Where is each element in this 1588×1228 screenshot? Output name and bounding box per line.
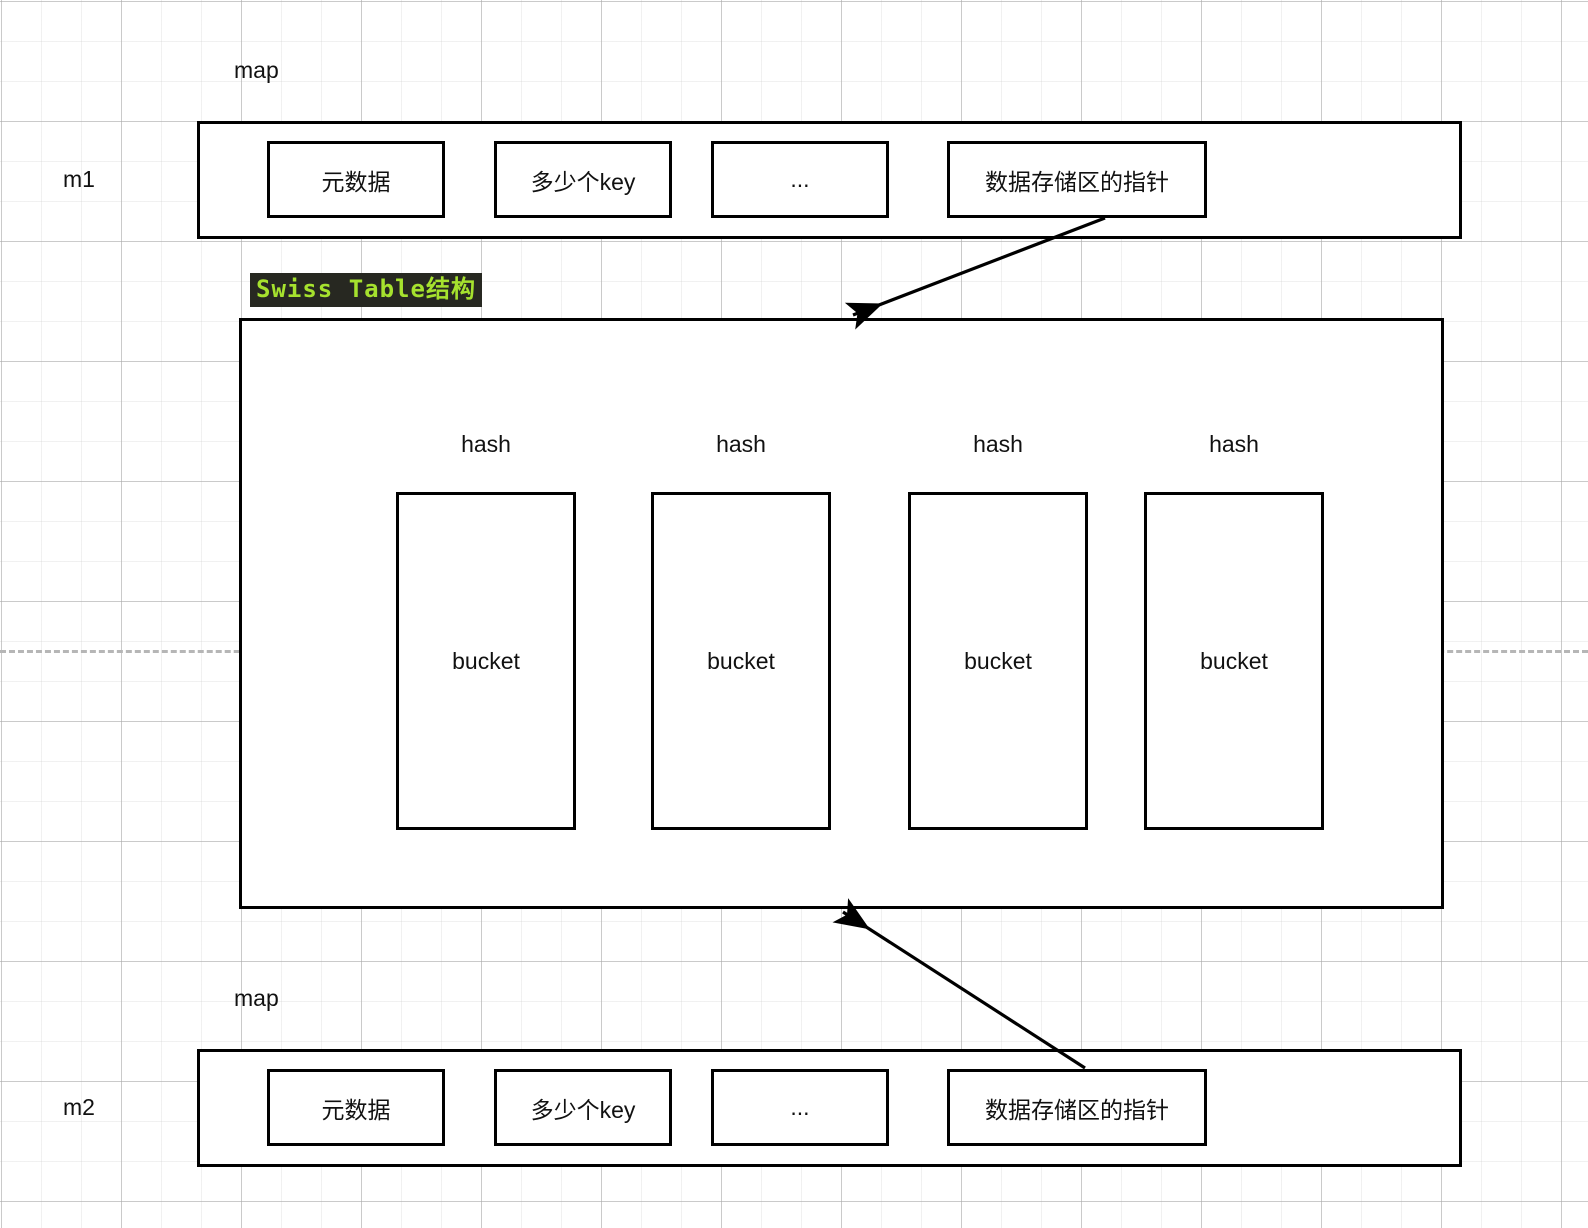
m2-side-label: m2 xyxy=(63,1094,95,1120)
m2-field-ellipsis: ... xyxy=(711,1069,889,1146)
m2-map-label: map xyxy=(234,985,279,1011)
m1-field-ellipsis: ... xyxy=(711,141,889,218)
m1-map-label: map xyxy=(234,57,279,83)
m1-side-label: m1 xyxy=(63,166,95,192)
m1-field-metadata: 元数据 xyxy=(267,141,445,218)
hash-label-3: hash xyxy=(973,431,1023,457)
bucket-box-3: bucket xyxy=(908,492,1088,830)
m2-field-data-pointer: 数据存储区的指针 xyxy=(947,1069,1207,1146)
bucket-box-4: bucket xyxy=(1144,492,1324,830)
m2-field-metadata: 元数据 xyxy=(267,1069,445,1146)
m1-field-key-count: 多少个key xyxy=(494,141,672,218)
bucket-box-1: bucket xyxy=(396,492,576,830)
arrow-m2-to-swiss-table xyxy=(832,898,1086,1070)
m2-field-key-count: 多少个key xyxy=(494,1069,672,1146)
hash-label-1: hash xyxy=(461,431,511,457)
m1-field-data-pointer: 数据存储区的指针 xyxy=(947,141,1207,218)
bucket-box-2: bucket xyxy=(651,492,831,830)
swiss-table-title: Swiss Table结构 xyxy=(250,273,482,308)
m2-map-struct xyxy=(197,1049,1462,1167)
hash-label-4: hash xyxy=(1209,431,1259,457)
hash-label-2: hash xyxy=(716,431,766,457)
